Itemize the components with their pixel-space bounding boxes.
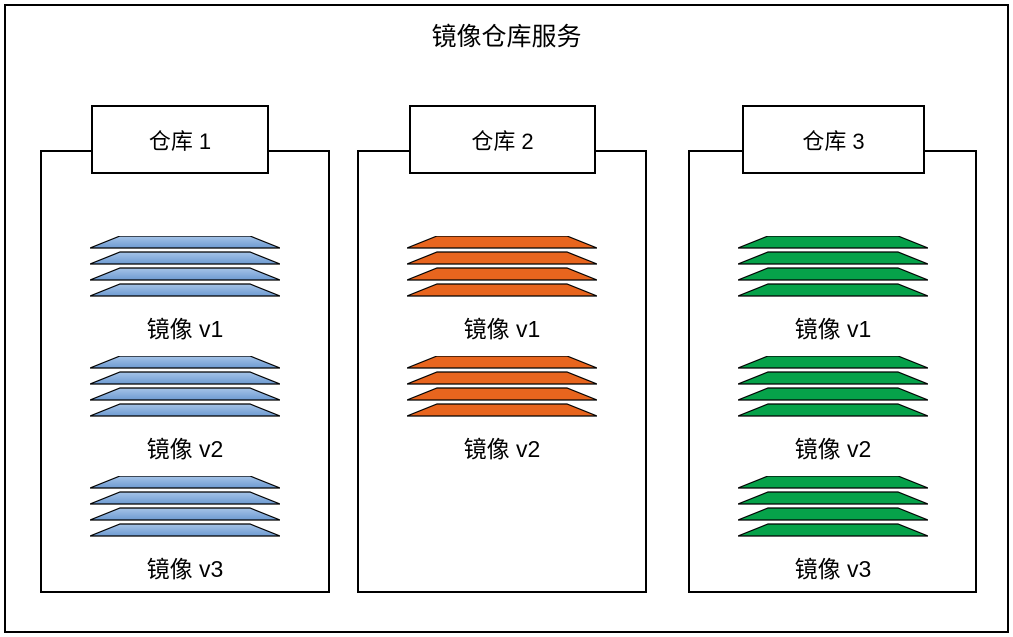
image-layer <box>738 387 928 401</box>
image-layer <box>90 491 280 505</box>
image-layer <box>407 387 597 401</box>
image-layer <box>90 356 280 369</box>
image-layer <box>407 236 597 249</box>
image-layer <box>738 371 928 385</box>
image-layer <box>90 476 280 489</box>
image-layer <box>407 403 597 417</box>
image-layer <box>90 283 280 297</box>
page-title: 镜像仓库服务 <box>431 23 582 51</box>
image-layer <box>738 403 928 417</box>
image-stack-label: 镜像 v2 <box>146 436 224 462</box>
repository-label-3: 仓库 3 <box>742 105 925 174</box>
repository-label-2: 仓库 2 <box>409 105 596 174</box>
repository-label-1: 仓库 1 <box>91 105 269 174</box>
image-layer <box>90 507 280 521</box>
image-layer <box>90 403 280 417</box>
image-stack: 镜像 v2 <box>357 356 647 462</box>
image-layer-stack <box>738 236 928 297</box>
image-stack: 镜像 v2 <box>40 356 330 462</box>
image-stack: 镜像 v3 <box>40 476 330 582</box>
image-layer-stack <box>90 476 280 537</box>
image-stack: 镜像 v3 <box>688 476 978 582</box>
image-layer <box>90 251 280 265</box>
image-layer-stack <box>738 356 928 417</box>
image-layer <box>738 267 928 281</box>
image-layer <box>90 371 280 385</box>
image-stack-label: 镜像 v3 <box>146 556 224 582</box>
image-layer <box>407 371 597 385</box>
image-layer <box>90 267 280 281</box>
image-layer <box>738 283 928 297</box>
image-stack: 镜像 v1 <box>357 236 647 342</box>
image-stack-label: 镜像 v1 <box>463 316 541 342</box>
image-stack-label: 镜像 v1 <box>794 316 872 342</box>
image-layer <box>738 507 928 521</box>
image-layer <box>90 236 280 249</box>
image-layer <box>407 251 597 265</box>
image-layer <box>407 283 597 297</box>
image-layer <box>738 356 928 369</box>
image-stack-label: 镜像 v2 <box>463 436 541 462</box>
image-layer-stack <box>90 356 280 417</box>
image-stack: 镜像 v1 <box>688 236 978 342</box>
image-layer <box>738 523 928 537</box>
image-layer-stack <box>90 236 280 297</box>
image-layer <box>407 356 597 369</box>
image-layer <box>738 251 928 265</box>
image-layer <box>407 267 597 281</box>
image-stack: 镜像 v1 <box>40 236 330 342</box>
image-layer <box>738 236 928 249</box>
image-layer <box>738 491 928 505</box>
image-layer-stack <box>407 356 597 417</box>
image-stack-label: 镜像 v1 <box>146 316 224 342</box>
image-stack-label: 镜像 v2 <box>794 436 872 462</box>
image-layer-stack <box>738 476 928 537</box>
image-layer <box>90 387 280 401</box>
image-stack-label: 镜像 v3 <box>794 556 872 582</box>
image-layer <box>738 476 928 489</box>
image-layer-stack <box>407 236 597 297</box>
image-stack: 镜像 v2 <box>688 356 978 462</box>
image-layer <box>90 523 280 537</box>
